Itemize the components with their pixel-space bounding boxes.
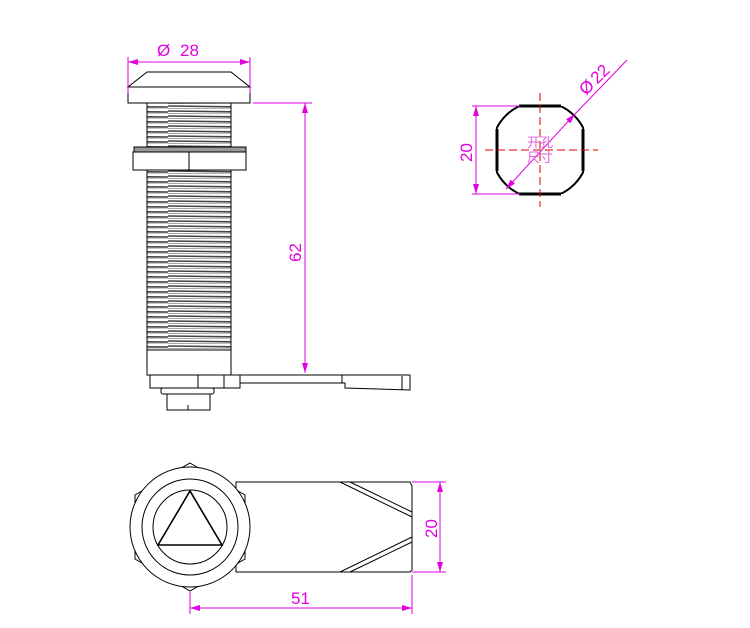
base-plate (149, 374, 241, 389)
diameter-symbol: Ø (157, 41, 170, 60)
cam-length-label: 51 (291, 589, 310, 608)
threaded-body-upper (146, 102, 232, 148)
flat-width-label: 20 (457, 143, 476, 162)
cutout-label-line2: 尺寸 (527, 151, 553, 166)
body-end (146, 349, 232, 376)
threaded-body-lower (146, 169, 232, 351)
cap-flange (127, 86, 251, 104)
cam-width-label: 20 (422, 519, 441, 538)
nut-knurl (133, 146, 247, 153)
dimension-cap-diameter (127, 57, 251, 93)
side-view (126, 71, 411, 411)
cam-bar (239, 374, 411, 391)
cutout-label-line1: 开孔 (527, 136, 553, 151)
dimension-length (253, 102, 312, 373)
cutout-view: 20 Ø 22 开孔 尺寸 (457, 59, 628, 207)
cam-plate (235, 481, 413, 573)
cap-top (126, 71, 252, 88)
centerlines (485, 93, 598, 207)
cap-diameter-label: 28 (180, 41, 199, 60)
length-label: 62 (286, 243, 305, 262)
triangle-keyway-icon (156, 489, 224, 546)
bottom-dimensions (189, 481, 446, 614)
bottom-view (129, 462, 413, 592)
washer (160, 387, 215, 395)
